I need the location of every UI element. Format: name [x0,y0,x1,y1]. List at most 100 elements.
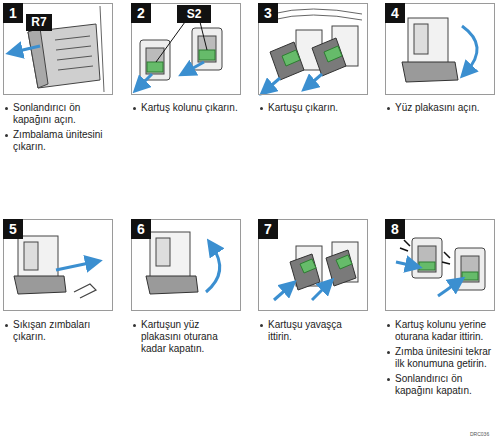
step-number: 7 [258,219,278,239]
step-captions: Yüz plakasını açın. [386,102,491,117]
cartridges-out [272,9,362,14]
finisher-unit [57,56,92,60]
bullet-dot [260,107,263,110]
cartridges-out [312,38,346,76]
step-panel: 4Yüz plakasını açın. [385,3,495,95]
cartridge-open [408,18,448,68]
bullet-dot [133,324,136,327]
step-panel: 6Kartuşun yüz plakasını oturana kadar ka… [131,219,241,311]
step-panel: 5Sıkışan zımbaları çıkarın. [3,219,113,311]
cartridges-out [266,9,362,90]
jammed-staples [74,284,96,298]
instruction-text: Zımbalama ünitesini çıkarın. [13,129,102,152]
jammed-staples [14,276,66,294]
bullet-dot [5,324,8,327]
jammed-staples [14,236,96,298]
cartridges-in [274,242,358,300]
cartridge-close [146,276,198,294]
cartridges-out [272,15,362,20]
cartridge-open [414,24,428,54]
cartridge-slots [199,50,215,60]
cartridges-out [324,46,342,62]
finisher-unit [100,6,104,92]
bullet-dot [5,107,8,110]
cartridges-out [308,74,322,86]
step-captions: Sıkışan zımbaları çıkarın. [4,319,109,346]
step-instruction: Yüz plakasını açın. [386,102,491,114]
step-number: 6 [131,219,151,239]
bullet-dot [260,324,263,327]
callout-text: R7 [31,15,46,29]
cartridge-slots [186,62,204,72]
cartridge-slots [139,22,222,87]
instruction-text: Kartuşun yüz plakasını oturana kadar kap… [141,319,218,354]
cartridges-out [282,50,300,66]
cartridges-in [274,286,290,300]
cartridge-open [402,62,458,82]
cartridge-open [402,18,477,82]
levers-in [396,238,485,296]
finisher-unit [28,24,100,88]
step-captions: Kartuş kolunu yerine oturana kadar ittir… [386,319,494,400]
bullet-dot [387,107,390,110]
finisher-unit [14,6,104,92]
bullet-dot [133,107,136,110]
levers-in [396,262,414,266]
cartridge-close [206,246,220,292]
finisher-unit [58,66,93,70]
step-panel: 8Kartuş kolunu yerine oturana kadar itti… [385,219,495,311]
step-instruction: Sıkışan zımbaları çıkarın. [4,319,109,343]
levers-in [461,256,479,282]
cartridges-in [336,255,352,269]
finisher-unit [14,46,40,52]
step-number: 4 [385,3,405,23]
cartridges-in [312,284,328,300]
step-instruction: Zımba ünitesini tekrar ilk konumuna geti… [386,346,494,370]
cartridge-close [156,238,170,266]
callout-text: S2 [187,7,202,21]
cartridges-in [300,259,316,273]
instruction-text: Kartuşu yavaşça ittirin. [268,319,342,342]
levers-in [419,262,435,270]
step-instruction: Kartuşu yavaşça ittirin. [259,319,364,343]
step-panel: 7Kartuşu yavaşça ittirin. [258,219,368,311]
step-number: 2 [131,3,151,23]
cartridge-slots [156,22,185,62]
levers-in [444,252,450,258]
instruction-text: Kartuşu çıkarın. [268,102,338,113]
step-panel: 3Kartuşu çıkarın. [258,3,368,95]
callout-badge: S2 [177,5,211,23]
step-instruction: Kartuş kolunu yerine oturana kadar ittir… [386,319,494,343]
levers-in [404,240,410,246]
step-instruction: Sonlandırıcı ön kapağını kapatın. [386,373,494,397]
instruction-text: Sıkışan zımbaları çıkarın. [13,319,90,342]
levers-in [455,248,485,290]
step-panel: 2Kartuş kolunu çıkarın.S2 [131,3,241,95]
instruction-text: Kartuş kolunu yerine oturana kadar ittir… [395,319,486,342]
step-instruction: Kartuş kolunu çıkarın. [132,102,252,114]
finisher-unit [56,46,91,50]
cartridge-slots [200,22,207,50]
step-captions: Kartuş kolunu çıkarın. [132,102,252,117]
cartridge-slots [140,40,170,80]
figure-code: DRC036 [470,431,489,437]
cartridge-slots [147,62,163,72]
step-panel: 1Sonlandırıcı ön kapağını açın.Zımbalama… [3,3,113,95]
step-instruction: Kartuşun yüz plakasını oturana kadar kap… [132,319,237,355]
step-instruction: Kartuşu çıkarın. [259,102,364,114]
cartridge-slots [146,48,164,74]
instruction-text: Zımba ünitesini tekrar ilk konumuna geti… [395,346,491,369]
instruction-text: Kartuş kolunu çıkarın. [141,102,238,113]
bullet-dot [387,324,390,327]
step-captions: Sonlandırıcı ön kapağını açın.Zımbalama … [4,102,112,156]
cartridge-close [150,232,190,280]
levers-in [418,246,436,272]
cartridge-slots [139,74,152,87]
step-number: 3 [258,3,278,23]
instruction-text: Yüz plakasını açın. [395,102,480,113]
cartridges-in [326,250,356,286]
jammed-staples [24,242,38,270]
step-number: 1 [3,3,23,23]
levers-in [412,238,442,278]
